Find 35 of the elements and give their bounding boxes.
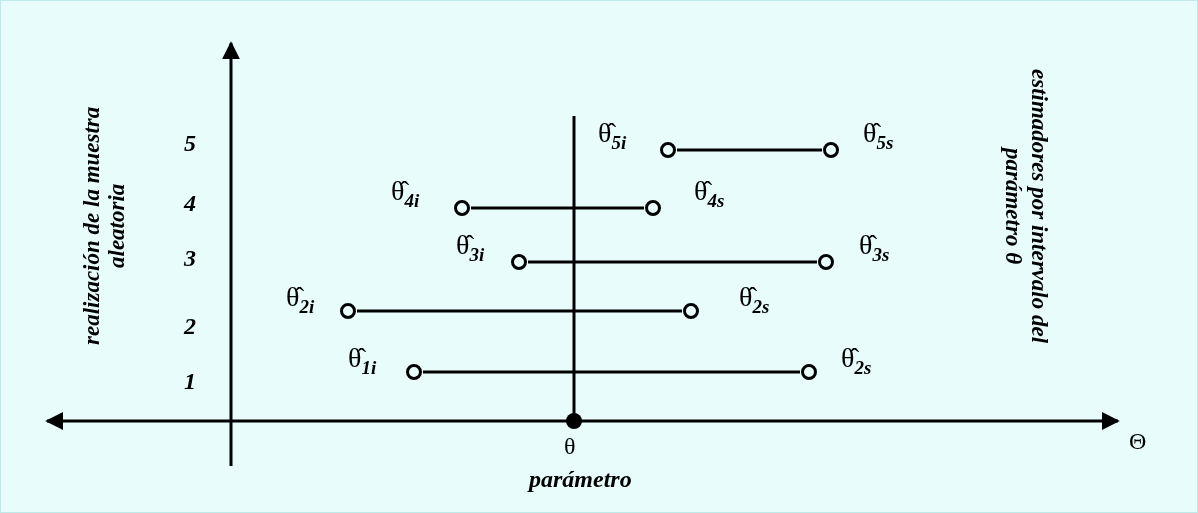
axis-symbol: Θ [1129,428,1147,455]
row-number: 1 [184,368,196,395]
parameter-symbol: θ [564,433,576,460]
estimator-label: θ̂$_{2s}$ [841,344,872,377]
endpoint-circle [818,254,834,270]
endpoint-circle [645,200,661,216]
estimator-label: θ̂$_{4i}$ [391,177,420,210]
interval-line [677,148,822,152]
endpoint-circle [511,254,527,270]
axis-title: realización de la muestra aleatoria [79,105,130,348]
estimator-label: θ̂$_{1i}$ [348,344,377,377]
endpoint-circle [660,142,676,158]
interval-line [423,370,800,374]
estimator-label: θ̂$_{2i}$ [286,283,315,316]
row-number: 4 [184,190,196,217]
endpoint-circle [406,364,422,380]
row-number: 5 [184,130,196,157]
endpoint-circle [823,142,839,158]
interval-line [471,206,644,210]
estimator-label: θ̂$_{2s}$ [739,283,770,316]
row-number: 2 [184,313,196,340]
endpoint-circle [340,303,356,319]
estimator-label: θ̂$_{3i}$ [456,231,485,264]
estimator-label: θ̂$_{5i}$ [598,119,627,152]
endpoint-circle [683,303,699,319]
axis-caption: parámetro [529,466,632,493]
estimator-label: θ̂$_{5s}$ [863,119,894,152]
estimator-label: θ̂$_{3s}$ [859,231,890,264]
estimator-label: θ̂$_{4s}$ [694,177,725,210]
axis-title: estimadores por intervalo del parámetro θ [1001,67,1052,346]
endpoint-circle [454,200,470,216]
row-number: 3 [184,245,196,272]
interval-line [357,309,682,313]
endpoint-circle [801,364,817,380]
interval-line [528,260,817,264]
